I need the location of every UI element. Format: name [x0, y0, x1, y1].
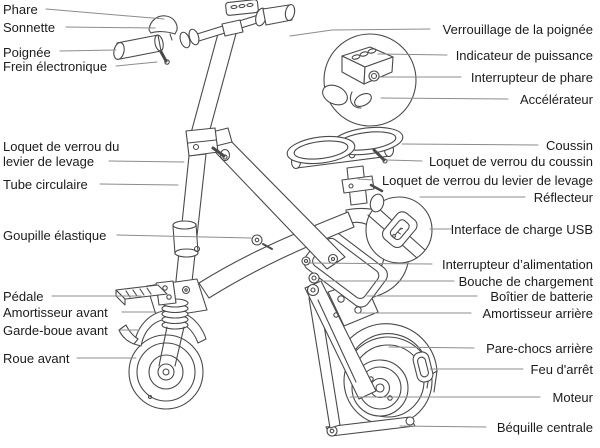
label-interrupteur-alimentation: Interrupteur d’alimentation: [441, 257, 593, 272]
leader-verrouillage-poignee: [289, 28, 431, 37]
label-loquet-coussin: Loquet de verrou du coussin: [428, 154, 593, 169]
label-interrupteur-phare: Interrupteur de phare: [470, 70, 593, 85]
part-headlight-switch: [368, 70, 380, 82]
label-poignee: Poignée: [3, 45, 51, 60]
leader-loquet-levier-droit: [357, 178, 374, 181]
part-front-wheel: [128, 334, 204, 410]
label-interface-usb: Interface de charge USB: [450, 222, 593, 237]
leader-lines: [45, 8, 541, 428]
leader-accelerateur: [380, 97, 509, 100]
part-handlebar-lock: [221, 19, 244, 37]
part-swingarm: [304, 280, 377, 400]
part-lift-lever-latch: [185, 127, 233, 160]
label-tube-circulaire: Tube circulaire: [3, 177, 88, 192]
label-moteur: Moteur: [552, 390, 593, 405]
label-reflecteur: Réflecteur: [533, 190, 593, 205]
part-pedal: [115, 280, 177, 306]
label-indicateur-puissance: Indicateur de puissance: [455, 48, 593, 63]
part-elastic-pin: [251, 234, 273, 250]
part-rear-wheel: [343, 336, 433, 426]
leader-frein-electronique: [115, 61, 158, 67]
part-seat-latch: [372, 148, 388, 164]
leader-goupille: [116, 234, 252, 239]
usb-icon: [392, 227, 403, 238]
label-pare-chocs-arriere: Pare-chocs arrière: [486, 341, 593, 356]
label-feu-arret: Feu d'arrêt: [530, 362, 593, 377]
leader-bequille: [399, 425, 487, 428]
label-phare: Phare: [3, 2, 38, 17]
part-kickstand: [308, 293, 416, 437]
leader-indicateur-puissance: [377, 53, 448, 56]
label-boitier-batterie: Boîtier de batterie: [490, 289, 593, 304]
part-seat-post: [341, 165, 385, 213]
part-front-fork: [158, 326, 185, 367]
label-loquet-levier-levage-droit: Loquet de verrou du levier de levage: [381, 173, 593, 188]
leader-loquet-levier-gauche: [108, 160, 185, 163]
leader-tube-circulaire: [99, 183, 179, 186]
part-tube-sleeve: [172, 220, 201, 258]
label-accelerateur: Accélérateur: [520, 92, 593, 107]
leader-sonnette: [65, 26, 156, 29]
leader-phare: [45, 8, 165, 20]
label-pedale: Pédale: [3, 289, 44, 304]
inset-usb-detail: [365, 196, 433, 264]
label-goupille-elastique: Goupille élastique: [3, 228, 107, 243]
leader-coussin: [401, 143, 539, 146]
label-roue-avant: Roue avant: [3, 351, 70, 366]
part-rear-bumper: [340, 323, 438, 393]
part-handlebar: [113, 0, 296, 65]
part-throttle-unit: [225, 0, 267, 27]
part-power-indicator: [351, 48, 377, 60]
label-bouche-chargement: Bouche de chargement: [458, 274, 593, 289]
leader-loquet-coussin: [386, 159, 423, 162]
part-throttle-lever: [349, 91, 372, 109]
leader-interrupteur-alimentation: [307, 262, 433, 265]
part-tail-light: [412, 351, 434, 383]
part-brake-lever: [158, 48, 170, 65]
label-garde-boue-avant: Garde-boue avant: [3, 323, 108, 338]
label-bequille-centrale: Béquille centrale: [496, 420, 593, 435]
leader-poignee: [59, 49, 117, 52]
label-loquet-levier-levage-gauche: Loquet de verrou du levier de levage: [3, 139, 120, 169]
label-sonnette: Sonnette: [3, 20, 56, 35]
part-reflector: [369, 193, 385, 213]
label-frein-electronique: Frein électronique: [3, 59, 108, 74]
inset-throttle-detail: [322, 33, 417, 127]
label-verrouillage-poignee: Verrouillage de la poignée: [442, 22, 593, 37]
part-right-grip: [262, 4, 296, 26]
part-left-grip: [113, 34, 164, 60]
part-power-switch: [301, 256, 311, 266]
label-coussin: Coussin: [546, 138, 593, 153]
part-steering-tube: [172, 29, 238, 301]
label-amortisseur-arriere: Amortisseur arrière: [482, 306, 593, 321]
part-seat: [286, 126, 404, 170]
part-charge-port: [308, 272, 320, 284]
leader-pare-chocs: [388, 346, 475, 349]
label-amortisseur-avant: Amortisseur avant: [3, 305, 108, 320]
